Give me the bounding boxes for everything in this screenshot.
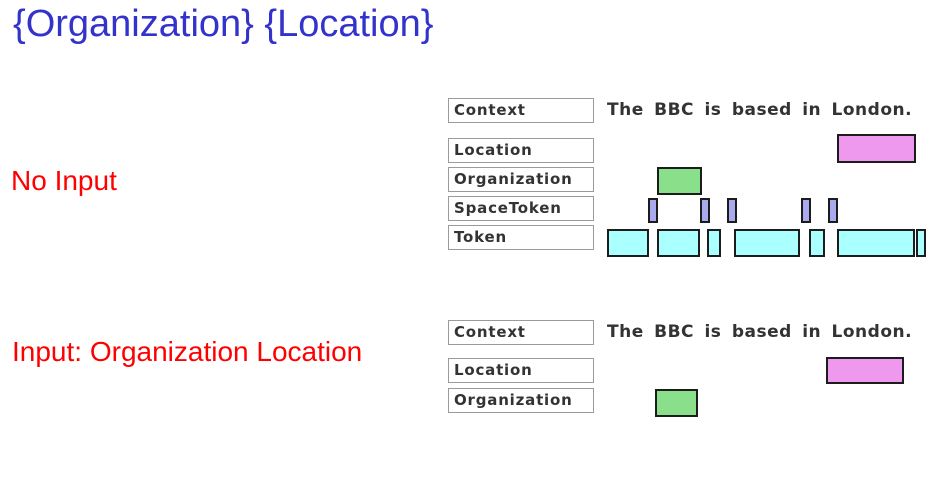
spacetoken-annotation-box[interactable] xyxy=(700,198,710,223)
token-annotation-box[interactable] xyxy=(607,229,649,257)
token-annotation-box[interactable] xyxy=(657,229,700,257)
location-annotation-box[interactable] xyxy=(837,134,916,163)
spacetoken-annotation-box[interactable] xyxy=(727,198,737,223)
spacetoken-annotation-box[interactable] xyxy=(648,198,658,223)
spacetoken-annotation-box[interactable] xyxy=(828,198,838,223)
annotation-type-label-location[interactable]: Location xyxy=(448,138,594,163)
context-sentence: The BBC is based in London. xyxy=(607,100,913,120)
token-annotation-box[interactable] xyxy=(734,229,800,257)
page-title: {Organization} {Location} xyxy=(13,3,434,45)
annotation-type-label-token[interactable]: Token xyxy=(448,225,594,250)
organization-annotation-box[interactable] xyxy=(655,389,698,417)
annotation-type-label-context[interactable]: Context xyxy=(448,98,594,123)
annotation-type-label-organization[interactable]: Organization xyxy=(448,388,594,413)
context-sentence: The BBC is based in London. xyxy=(607,322,913,342)
annotation-type-label-spacetoken[interactable]: SpaceToken xyxy=(448,196,594,221)
organization-annotation-box[interactable] xyxy=(657,167,702,195)
token-annotation-box[interactable] xyxy=(837,229,915,257)
annotation-type-label-location[interactable]: Location xyxy=(448,358,594,383)
token-annotation-box[interactable] xyxy=(916,229,926,257)
caption-no-input: No Input xyxy=(11,165,117,196)
location-annotation-box[interactable] xyxy=(826,357,904,384)
annotation-type-label-organization[interactable]: Organization xyxy=(448,167,594,192)
token-annotation-box[interactable] xyxy=(707,229,721,257)
spacetoken-annotation-box[interactable] xyxy=(801,198,811,223)
annotation-type-label-context[interactable]: Context xyxy=(448,320,594,345)
token-annotation-box[interactable] xyxy=(809,229,825,257)
caption-input-organization-location: Input: Organization Location xyxy=(12,336,363,367)
